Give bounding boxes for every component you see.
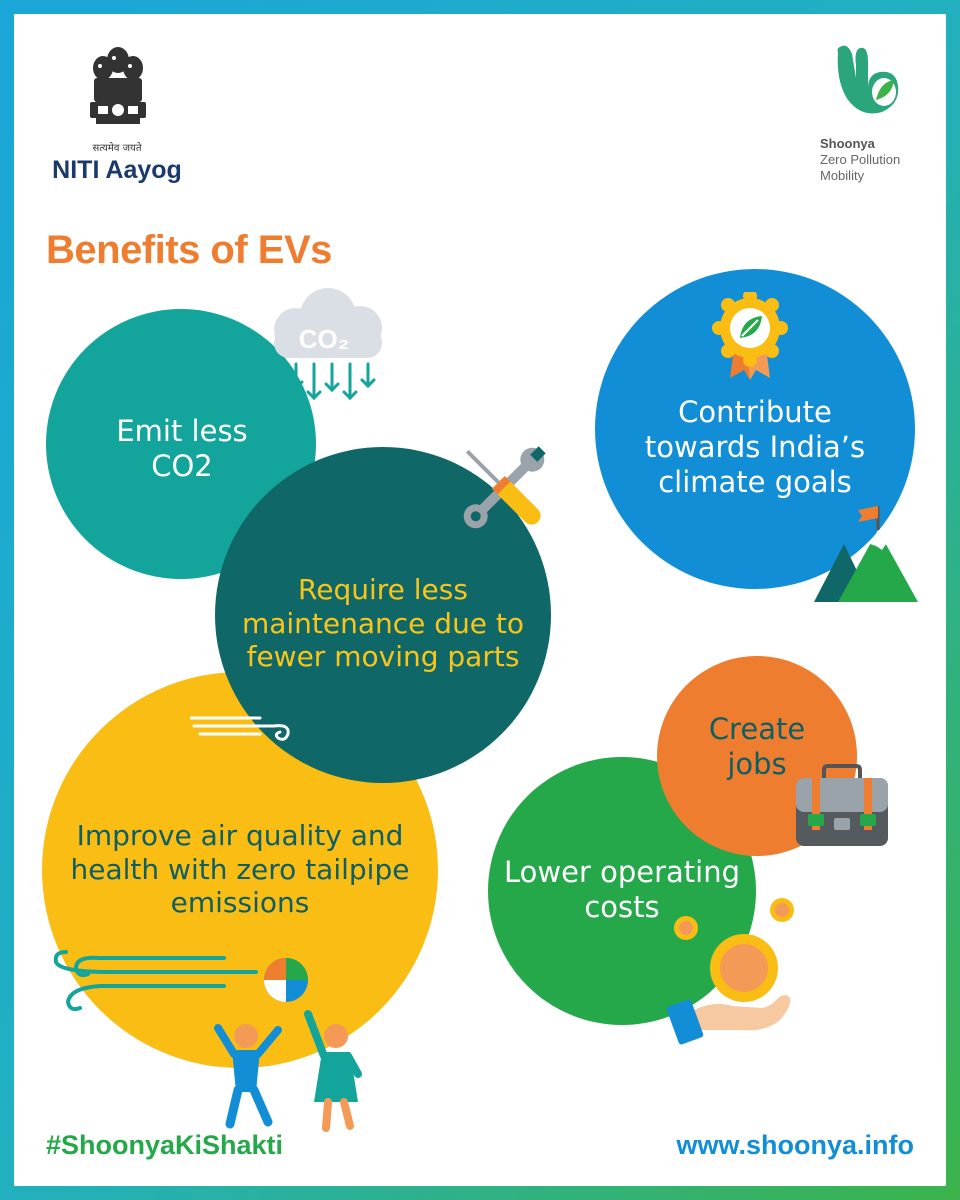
- benefit-co2-text: Emit less CO2: [82, 414, 282, 484]
- benefit-co2-line2: CO2: [151, 448, 213, 483]
- benefit-jobs-line1: Create: [708, 712, 806, 746]
- niti-motto: सत्यमेव जयते: [92, 143, 142, 154]
- niti-name: NITI Aayog: [52, 156, 182, 184]
- wind-kids-icon: [53, 950, 362, 1132]
- benefit-maintenance-text: Require less maintenance due to fewer mo…: [215, 573, 551, 674]
- benefit-jobs-text: Create jobs: [677, 712, 837, 782]
- benefit-costs-line2: costs: [584, 889, 660, 924]
- benefit-climate-line2: towards India’s: [644, 429, 866, 464]
- hand-leaf-icon: [837, 45, 899, 114]
- benefit-air-line2: health with zero tailpipe: [70, 852, 410, 886]
- coins-hand-icon: [666, 898, 794, 1045]
- benefit-co2-line1: Emit less: [116, 414, 248, 448]
- benefit-costs-line1: Lower operating: [504, 855, 740, 889]
- benefit-climate-line1: Contribute: [678, 395, 832, 429]
- hashtag: #ShoonyaKiShakti: [46, 1130, 284, 1160]
- infographic-card: सत्यमेव जयते NITI Aayog Shoonya Zero Pol…: [14, 14, 946, 1186]
- shoonya-tag-line1: Zero Pollution: [820, 152, 901, 167]
- co2-cloud-icon: CO₂: [274, 288, 382, 401]
- shoonya-brand: Shoonya: [820, 136, 875, 151]
- benefit-climate-text: Contribute towards India’s climate goals: [625, 395, 885, 499]
- benefit-air-line3: emissions: [170, 886, 310, 920]
- benefit-costs-text: Lower operating costs: [488, 855, 756, 925]
- benefit-maintenance-line2: maintenance due to: [241, 606, 525, 640]
- page-title: Benefits of EVs: [46, 228, 332, 272]
- wind-small-icon: [190, 716, 290, 741]
- website-link[interactable]: www.shoonya.info: [676, 1130, 914, 1160]
- briefcase-icon: [796, 764, 888, 846]
- medal-leaf-icon: [712, 292, 788, 380]
- niti-logo: सत्यमेव जयते NITI Aayog: [42, 44, 192, 194]
- benefit-jobs-line2: jobs: [727, 746, 787, 781]
- benefit-maintenance-line3: fewer moving parts: [246, 640, 520, 674]
- benefit-air-line1: Improve air quality and: [76, 819, 404, 852]
- benefit-climate-line3: climate goals: [658, 464, 852, 499]
- shoonya-tag-line2: Mobility: [820, 168, 865, 183]
- shoonya-logo: Shoonya Zero Pollution Mobility: [820, 42, 940, 192]
- ashoka-emblem-icon: [90, 47, 146, 124]
- benefit-air-text: Improve air quality and health with zero…: [44, 819, 436, 920]
- wrench-screwdriver-icon: [463, 446, 546, 529]
- co2-cloud-label: CO₂: [299, 324, 350, 354]
- benefit-maintenance-line1: Require less: [298, 573, 468, 606]
- mountain-flag-icon: [814, 506, 918, 602]
